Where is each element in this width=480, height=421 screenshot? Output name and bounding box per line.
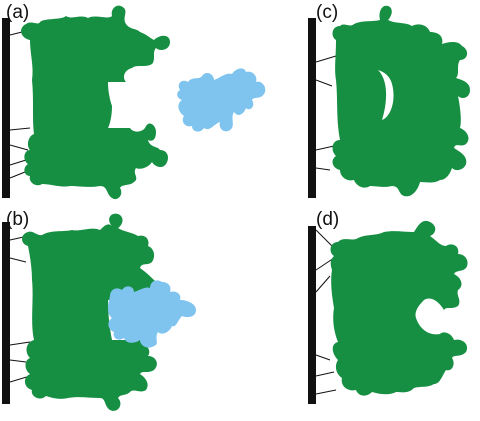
wall-a	[2, 18, 10, 198]
panel-label-c: (c)	[316, 2, 339, 23]
green-piece-c	[332, 5, 470, 197]
panel-a	[2, 5, 266, 200]
panel-label-b: (b)	[6, 209, 30, 230]
green-piece-b	[22, 213, 157, 411]
tethers-c	[315, 55, 337, 171]
panel-label-a: (a)	[6, 2, 30, 23]
wall-c	[308, 18, 316, 198]
wall-b	[2, 222, 10, 404]
panel-b	[2, 213, 196, 411]
tethers-b	[9, 235, 31, 383]
panel-label-d: (d)	[316, 209, 340, 230]
wall-d	[308, 226, 316, 404]
green-piece-a	[21, 5, 170, 200]
green-piece-d	[330, 220, 468, 396]
panel-c	[308, 5, 470, 198]
blue-piece-b	[108, 280, 196, 348]
panel-d	[308, 220, 468, 404]
blue-piece-a	[177, 68, 266, 132]
